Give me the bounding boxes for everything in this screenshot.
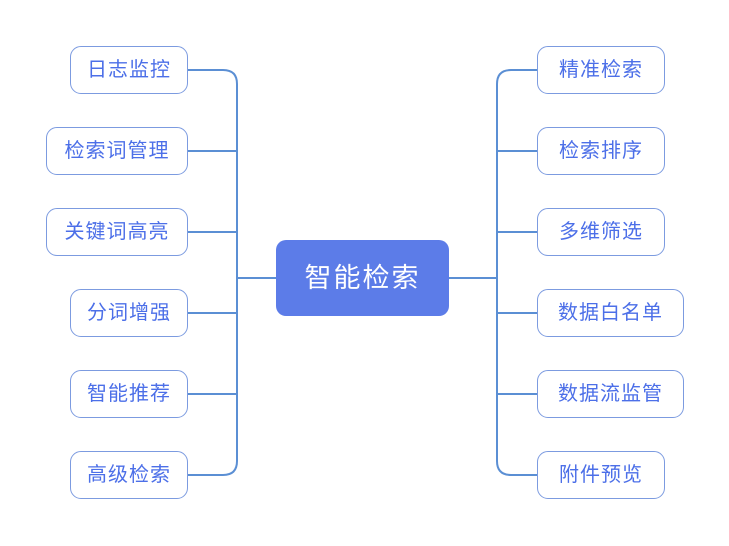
node-label: 检索词管理 [64, 140, 170, 162]
right-corner-bottom [496, 460, 512, 476]
left-corner-bottom [222, 460, 238, 476]
left-node-e9ab98e7baa7e6a380e7b4a2[interactable]: 高级检索 [70, 451, 188, 499]
node-label: 关键词高亮 [64, 221, 170, 243]
node-label: 高级检索 [87, 464, 171, 486]
right-node-e7b2bee58786e6a380e7b4a2[interactable]: 精准检索 [537, 46, 665, 94]
center-node-intelligent-search[interactable]: 智能检索 [276, 240, 449, 316]
left-node-e585b3e994aee8af8de9ab98e4baae[interactable]: 关键词高亮 [46, 208, 188, 256]
left-node-e697a5e5bf97e79b91e68ea7[interactable]: 日志监控 [70, 46, 188, 94]
right-node-e695b0e68daee799bde5908de58d95[interactable]: 数据白名单 [537, 289, 684, 337]
node-label: 附件预览 [559, 464, 643, 486]
node-label: 日志监控 [87, 59, 171, 81]
node-label: 多维筛选 [559, 221, 643, 243]
node-label: 智能推荐 [87, 383, 171, 405]
right-node-e6a380e7b4a2e68e92e5ba8f[interactable]: 检索排序 [537, 127, 665, 175]
left-node-e6a380e7b4a2e8af8de7aea1e79086[interactable]: 检索词管理 [46, 127, 188, 175]
right-node-e99984e4bbb6e9a284e8a788[interactable]: 附件预览 [537, 451, 665, 499]
center-node-label: 智能检索 [304, 262, 421, 293]
right-node-e695b0e68daee6b581e79b91e7aea1[interactable]: 数据流监管 [537, 370, 684, 418]
right-corner-top [496, 69, 512, 85]
left-node-e58886e8af8de5a29ee5bcba[interactable]: 分词增强 [70, 289, 188, 337]
node-label: 数据白名单 [558, 302, 663, 324]
node-label: 检索排序 [559, 140, 643, 162]
right-node-e5a49ae7bbb4e7ad9be98089[interactable]: 多维筛选 [537, 208, 665, 256]
node-label: 分词增强 [87, 302, 171, 324]
node-label: 数据流监管 [558, 383, 663, 405]
node-label: 精准检索 [559, 59, 643, 81]
left-corner-top [222, 69, 238, 85]
left-node-e699bae883bde68ea8e88d90[interactable]: 智能推荐 [70, 370, 188, 418]
